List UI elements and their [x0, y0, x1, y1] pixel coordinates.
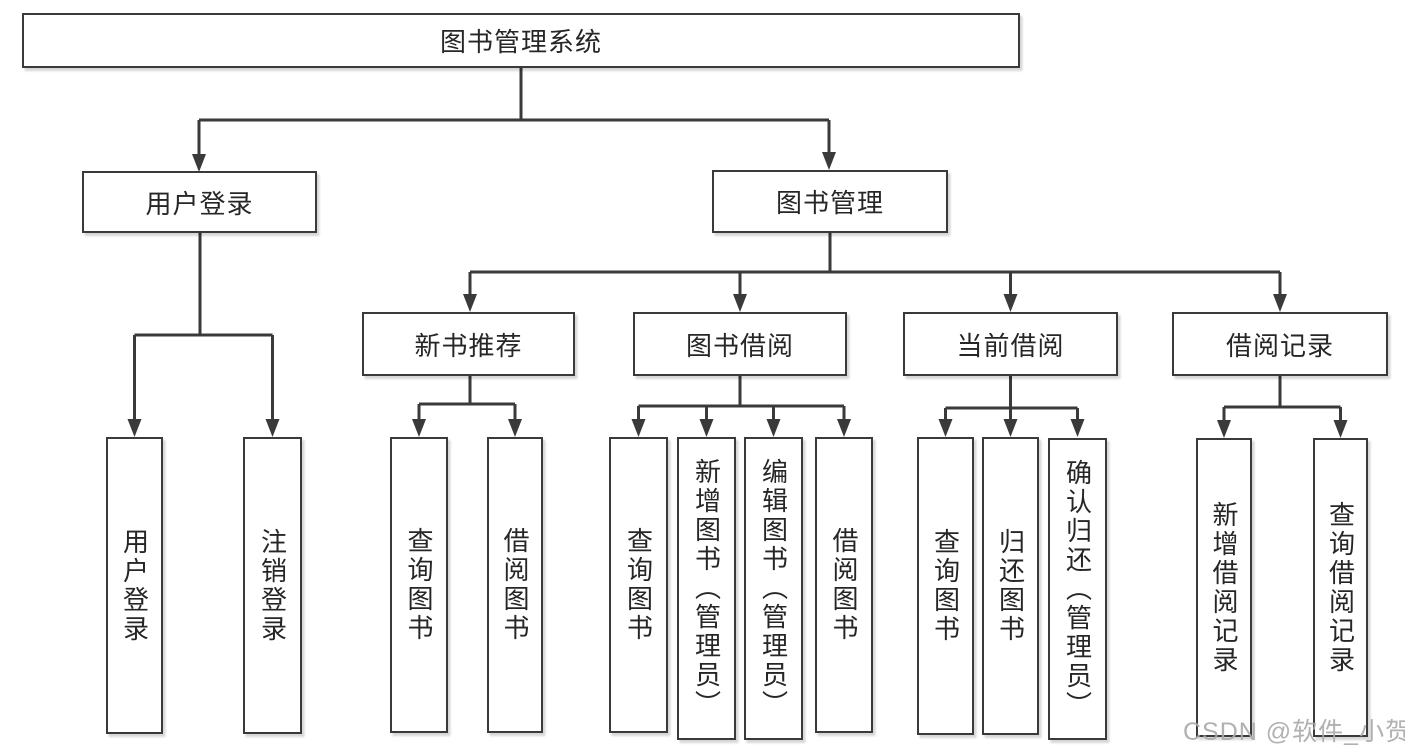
- arrowhead-leaf: [1333, 420, 1348, 438]
- arrowhead-group: [463, 294, 477, 312]
- node-book-borrowing: 图书借阅: [633, 312, 847, 376]
- leaf-label: 新增借阅记录: [1209, 500, 1239, 675]
- connector-mgmt-split: [468, 233, 1282, 294]
- arrowhead-leaf: [1003, 419, 1018, 437]
- leaf-label: 编辑图书（管理员）: [758, 458, 789, 719]
- leaf-label: 查询图书: [623, 527, 654, 643]
- node-new-book-recommend: 新书推荐: [362, 312, 575, 376]
- arrowhead-leaf: [265, 419, 280, 437]
- connector-root-split: [197, 68, 831, 156]
- leaf-borrow-books: 借阅图书: [815, 437, 873, 733]
- leaf-edit-books-admin: 编辑图书（管理员）: [744, 437, 803, 740]
- leaf-label: 用户登录: [119, 527, 150, 644]
- leaf-label: 归还图书: [995, 528, 1026, 644]
- leaf-confirm-return-admin: 确认归还（管理员）: [1048, 438, 1107, 740]
- leaf-borrow-books: 借阅图书: [487, 437, 543, 733]
- leaf-logout: 注销登录: [243, 437, 302, 734]
- leaf-label: 借阅图书: [500, 527, 530, 643]
- csdn-watermark: CSDN @软件_小贺同学: [1183, 718, 1405, 746]
- node-user-login: 用户登录: [82, 171, 317, 233]
- node-book-management: 图书管理: [712, 170, 948, 233]
- leaf-label: 查询借阅记录: [1325, 500, 1356, 675]
- arrowhead-leaf: [699, 419, 714, 437]
- connector-user-split: [133, 233, 274, 419]
- leaf-add-books-admin: 新增图书（管理员）: [677, 437, 736, 740]
- arrowhead-leaf: [1070, 419, 1085, 437]
- leaf-return-books: 归还图书: [982, 437, 1039, 735]
- arrowhead-leaf: [766, 419, 781, 437]
- leaf-label: 借阅图书: [829, 527, 859, 643]
- arrowhead-group: [1273, 294, 1287, 312]
- arrowhead-leaf: [938, 419, 953, 437]
- connector-group2-split: [944, 376, 1079, 419]
- leaf-label: 新增图书（管理员）: [691, 458, 722, 719]
- arrowhead-group: [733, 294, 747, 312]
- leaf-query-books: 查询图书: [390, 437, 448, 733]
- arrowhead-leaf: [1217, 420, 1231, 438]
- arrowhead-leaf: [631, 419, 646, 437]
- arrowhead-book-mgmt: [822, 152, 836, 170]
- arrowhead-user-login: [192, 154, 206, 172]
- arrowhead-leaf: [508, 419, 522, 437]
- leaf-label: 确认归还（管理员）: [1062, 458, 1093, 720]
- arrowhead-leaf: [412, 419, 426, 437]
- leaf-query-borrow-record: 查询借阅记录: [1313, 438, 1368, 737]
- connector-group0-split: [417, 376, 517, 419]
- node-current-borrowing: 当前借阅: [903, 312, 1118, 376]
- leaf-user-login: 用户登录: [106, 437, 163, 734]
- connector-group3-split: [1222, 376, 1342, 420]
- arrowhead-leaf: [127, 419, 142, 437]
- leaf-add-borrow-record: 新增借阅记录: [1196, 438, 1252, 737]
- leaf-query-books: 查询图书: [917, 437, 974, 735]
- leaf-label: 查询图书: [404, 527, 434, 643]
- leaf-label: 注销登录: [257, 527, 288, 644]
- node-borrowing-records: 借阅记录: [1172, 312, 1388, 376]
- arrowhead-group: [1003, 294, 1018, 312]
- node-root-system: 图书管理系统: [22, 13, 1020, 68]
- leaf-label: 查询图书: [930, 528, 961, 644]
- connector-group1-split: [637, 376, 846, 419]
- arrowhead-leaf: [837, 419, 851, 437]
- leaf-query-books: 查询图书: [609, 437, 668, 733]
